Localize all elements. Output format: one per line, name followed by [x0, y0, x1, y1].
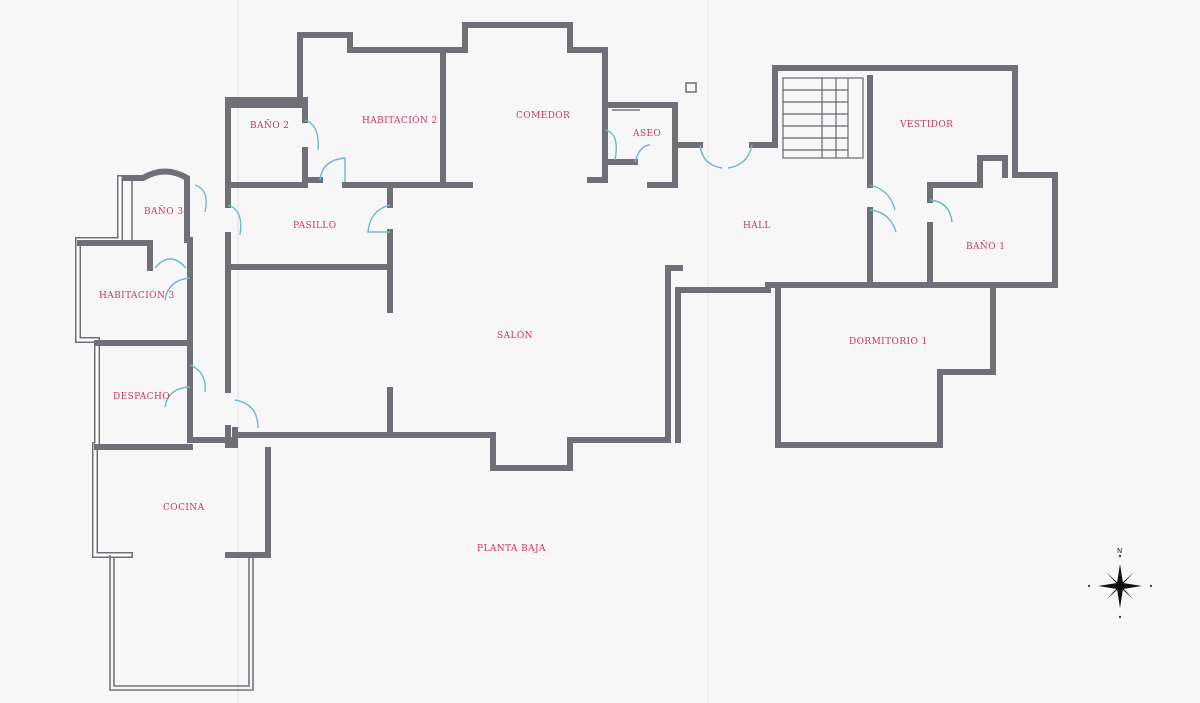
room-label-aseo: ASEO — [632, 129, 661, 139]
room-label-bano-2: BAÑO 2 — [250, 119, 289, 131]
room-label-comedor: COMEDOR — [516, 111, 570, 121]
compass-north-label: N — [1117, 547, 1122, 555]
compass-rose-icon: N — [1087, 547, 1153, 619]
room-label-cocina: COCINA — [163, 503, 205, 513]
staircase — [782, 77, 864, 159]
column-marker — [685, 82, 697, 93]
room-label-salon: SALÓN — [497, 329, 533, 341]
doors — [154, 119, 953, 429]
room-label-habitacion-2: HABITACIÓN 2 — [362, 114, 438, 126]
plan-title: PLANTA BAJA — [477, 544, 546, 554]
room-label-habitacion-3: HABITACIÓN 3 — [99, 289, 175, 301]
room-label-hall: HALL — [743, 221, 771, 231]
room-label-dormitorio-1: DORMITORIO 1 — [849, 337, 928, 347]
room-labels: BAÑO 2 HABITACIÓN 2 COMEDOR ASEO VESTIDO… — [99, 111, 1005, 554]
room-label-vestidor: VESTIDOR — [899, 120, 953, 130]
room-label-bano-3: BAÑO 3 — [144, 205, 183, 217]
room-label-despacho: DESPACHO — [113, 392, 170, 402]
room-label-pasillo: PASILLO — [293, 221, 337, 231]
room-label-bano-1: BAÑO 1 — [966, 240, 1005, 252]
walls — [75, 22, 1058, 691]
